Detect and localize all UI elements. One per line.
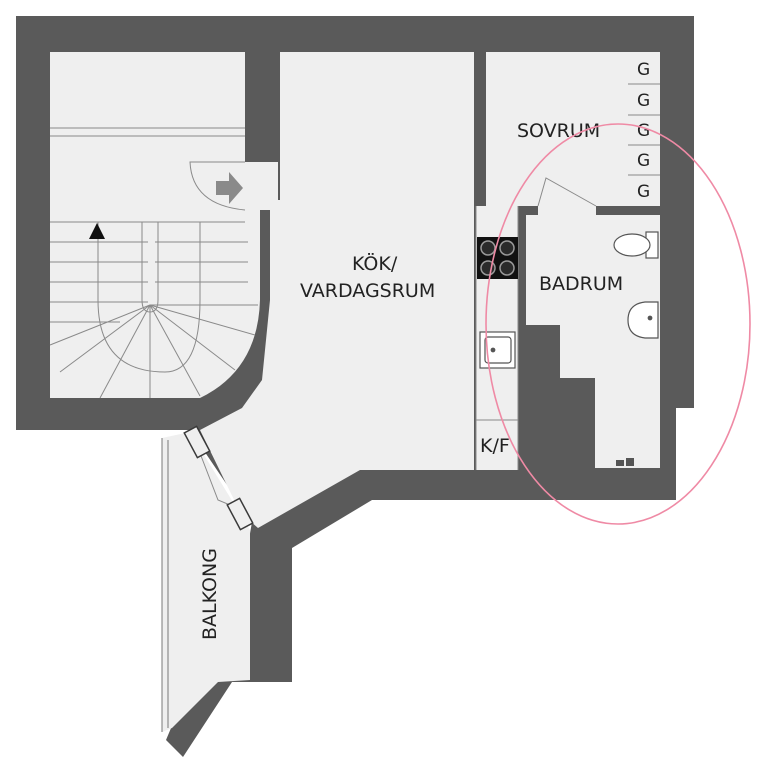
door-arrow-icon: [216, 172, 243, 204]
wardrobe-label: G: [637, 60, 650, 80]
wardrobe-label: G: [637, 91, 650, 111]
highlight-ellipse: [485, 123, 751, 525]
bathroom-label: BADRUM: [539, 273, 623, 295]
fridge-label: K/F: [480, 435, 510, 457]
stairwell-floor: [50, 52, 278, 398]
floor-drain-icon: [616, 458, 634, 466]
toilet-icon: [613, 231, 659, 259]
balcony-label: BALKONG: [199, 548, 221, 640]
wardrobe-labels: G G G G G: [637, 60, 650, 202]
wardrobe-strip: [628, 52, 660, 206]
fixture-lines: [49, 83, 660, 732]
kitchen-label-line1: KÖK/: [352, 252, 398, 275]
wardrobe-label: G: [637, 151, 650, 171]
living-room-floor: [200, 52, 474, 528]
bedroom-label: SOVRUM: [517, 120, 600, 142]
balcony-doors: [183, 425, 254, 531]
wardrobe-label: G: [637, 121, 650, 141]
stair-up-arrow-icon: [89, 223, 105, 239]
kitchen-label-line2: VARDAGSRUM: [300, 280, 435, 302]
bathroom-floor: [526, 215, 660, 468]
bedroom-floor: [486, 52, 628, 215]
washbasin-icon: [627, 301, 659, 339]
sink-icon: [479, 331, 516, 369]
wardrobe-label: G: [637, 182, 650, 202]
